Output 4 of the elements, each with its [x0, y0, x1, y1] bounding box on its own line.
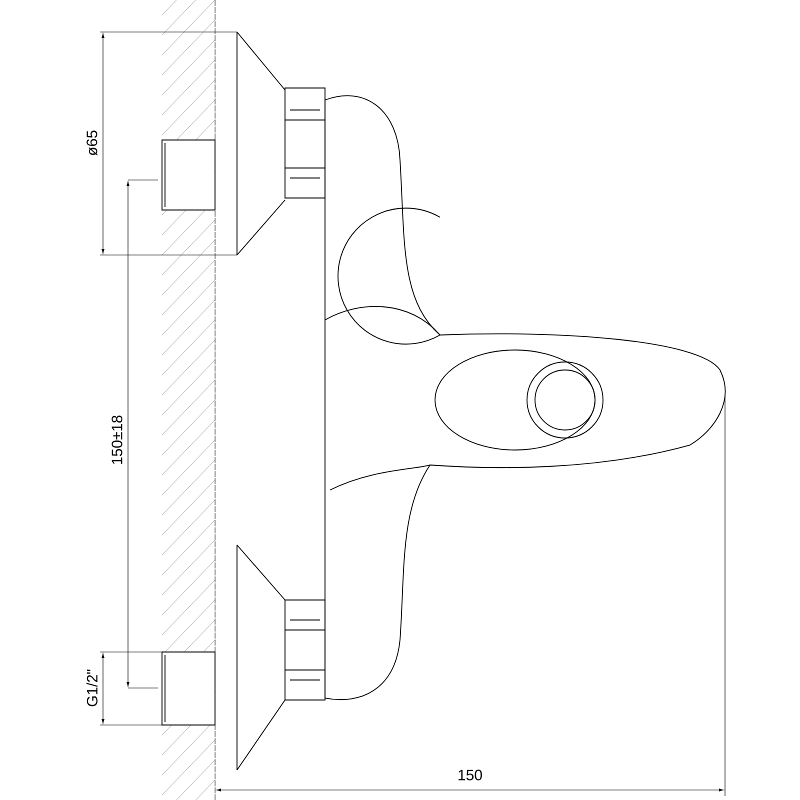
dimension-text: G1/2"	[86, 670, 98, 706]
dimension-text: 150	[458, 770, 482, 780]
dimension-text: ø65	[86, 130, 98, 156]
dimension-text: 150±18	[112, 416, 122, 464]
